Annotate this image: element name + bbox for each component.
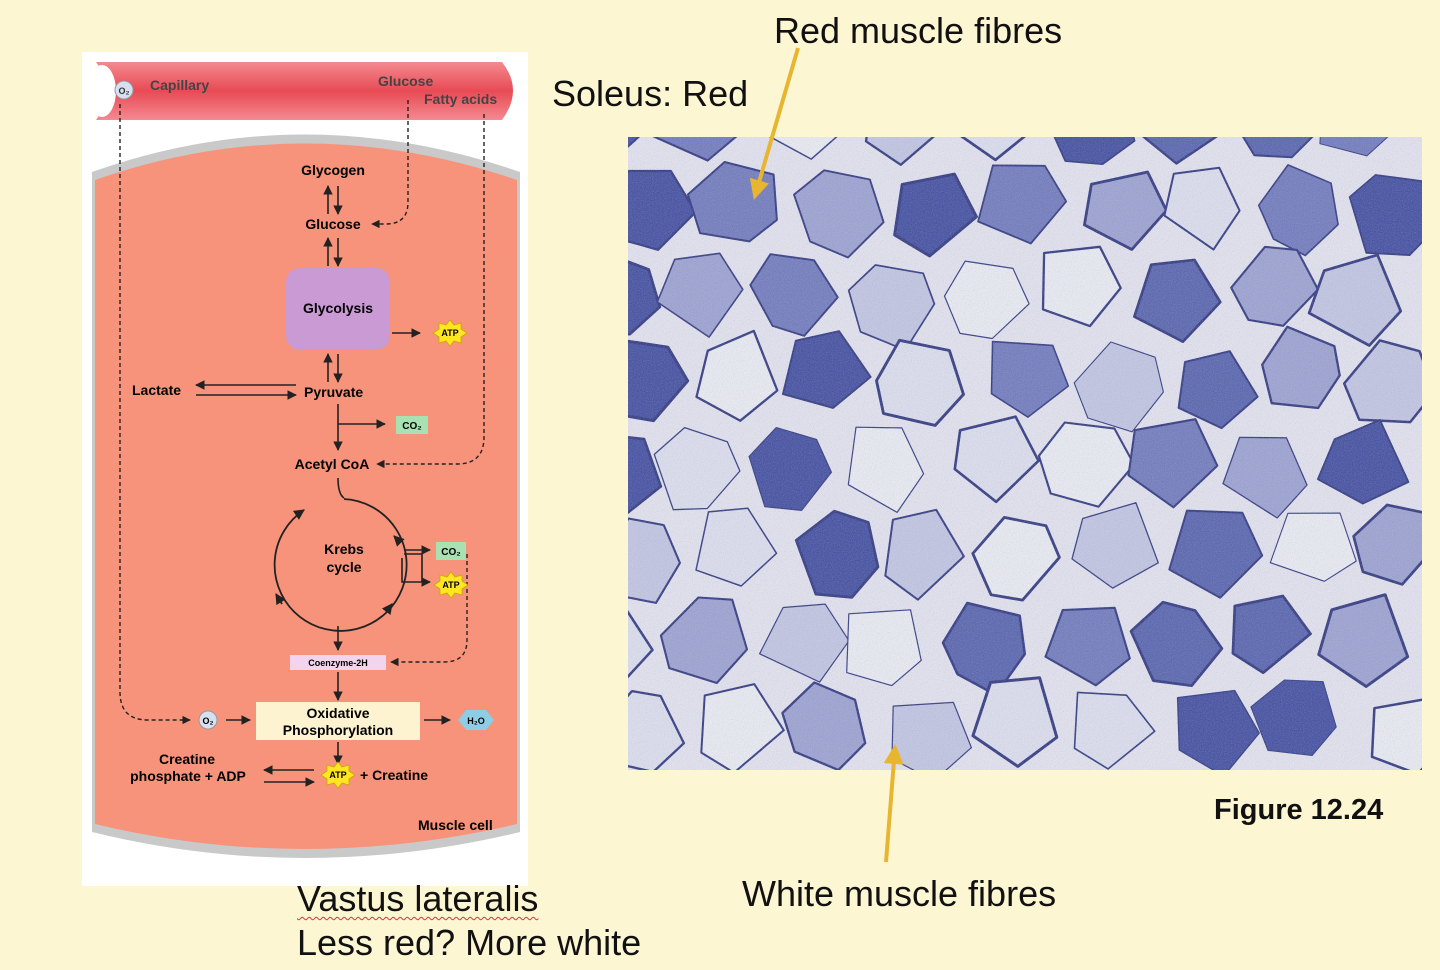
atp-starburst-glycolysis: ATP [432, 319, 468, 347]
glycolysis-label: Glycolysis [303, 300, 373, 316]
vastus-note-label: Less red? More white [297, 922, 642, 963]
creatine-phosphate-label-2: phosphate + ADP [130, 768, 246, 784]
glycolysis-box [286, 268, 390, 350]
svg-text:CO₂: CO₂ [441, 547, 460, 558]
h2o-badge: H₂O [458, 710, 494, 730]
krebs-cycle-ring [273, 498, 408, 632]
oxphos-label-2: Phosphorylation [283, 722, 393, 738]
o2-capillary-badge: O₂ [114, 80, 134, 100]
svg-text:ATP: ATP [441, 328, 458, 338]
muscle-fibre-micrograph [628, 137, 1422, 770]
svg-text:H₂O: H₂O [467, 716, 485, 726]
coenzyme-badge: Coenzyme-2H [290, 655, 386, 670]
capillary-vessel [88, 62, 513, 120]
oxphos-label-1: Oxidative [306, 705, 369, 721]
energy-metabolism-diagram: O₂ Capillary Glucose Fatty acids Muscle … [82, 52, 528, 886]
white-fibres-arrow [883, 744, 904, 863]
fatty-acids-label: Fatty acids [424, 91, 497, 107]
capillary-label: Capillary [150, 77, 209, 93]
vastus-lateralis-label: Vastus lateralis [297, 878, 539, 919]
soleus-label: Soleus: Red [552, 73, 749, 114]
svg-text:ATP: ATP [329, 770, 346, 780]
glycogen-label: Glycogen [301, 162, 365, 178]
acetyl-coa-label: Acetyl CoA [295, 456, 370, 472]
muscle-cell-label: Muscle cell [418, 817, 493, 833]
glucose-label: Glucose [305, 216, 360, 232]
co2-badge-pyruvate: CO₂ [396, 416, 428, 434]
creatine-phosphate-label-1: Creatine [159, 751, 215, 767]
red-fibres-label: Red muscle fibres [774, 10, 1063, 51]
dashed-supply-lines [119, 100, 485, 725]
svg-text:Coenzyme-2H: Coenzyme-2H [308, 658, 368, 668]
creatine-label: + Creatine [360, 767, 428, 783]
o2-badge: O₂ [198, 710, 218, 730]
svg-text:O₂: O₂ [203, 716, 214, 726]
oxphos-box [256, 702, 420, 740]
krebs-label-1: Krebs [324, 541, 364, 557]
muscle-cell-body [92, 134, 520, 858]
pyruvate-label: Pyruvate [304, 384, 363, 400]
atp-starburst-krebs: ATP [433, 571, 469, 599]
white-fibres-label: White muscle fibres [742, 873, 1057, 914]
svg-text:ATP: ATP [442, 580, 459, 590]
lactate-label: Lactate [132, 382, 181, 398]
krebs-label-2: cycle [326, 559, 361, 575]
figure-label: Figure 12.24 [1214, 794, 1384, 826]
glucose-in-label: Glucose [378, 73, 433, 89]
red-fibres-arrow [749, 47, 800, 200]
atp-starburst-final: ATP [320, 761, 356, 789]
o2-capillary-label: O₂ [119, 86, 130, 96]
svg-text:CO₂: CO₂ [402, 421, 421, 432]
co2-badge-krebs: CO₂ [436, 542, 466, 560]
